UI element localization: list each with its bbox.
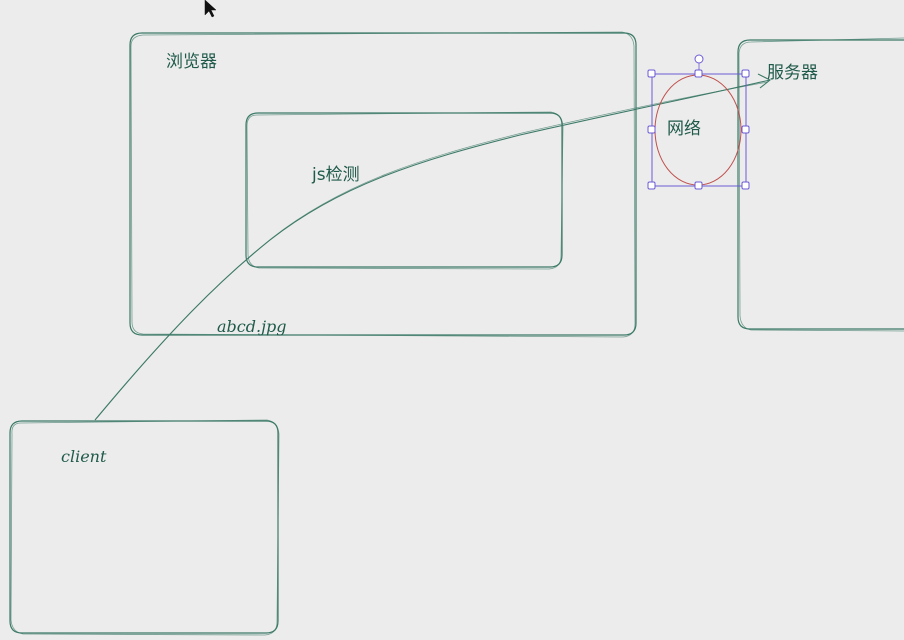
mouse-pointer-icon — [204, 0, 217, 18]
js-check-box[interactable] — [245, 111, 564, 270]
server-label: 服务器 — [767, 63, 818, 83]
resize-handle-w[interactable] — [647, 125, 656, 134]
resize-handle-se[interactable] — [741, 181, 750, 190]
rotate-handle[interactable] — [694, 54, 704, 64]
network-node[interactable] — [647, 54, 750, 190]
js-check-label: js检测 — [311, 165, 360, 185]
client-label: client — [61, 447, 107, 466]
resize-handle-ne[interactable] — [741, 69, 750, 78]
network-label: 网络 — [667, 119, 701, 139]
browser-label: 浏览器 — [166, 52, 217, 72]
connection-arrow[interactable] — [94, 73, 772, 421]
resize-handle-sw[interactable] — [647, 181, 656, 190]
resize-handle-nw[interactable] — [647, 69, 656, 78]
client-box[interactable] — [9, 419, 280, 636]
server-box[interactable] — [737, 37, 904, 332]
browser-box[interactable] — [129, 31, 637, 338]
resize-handle-e[interactable] — [741, 125, 750, 134]
file-label: abcd.jpg — [217, 317, 287, 336]
resize-handle-n[interactable] — [694, 69, 703, 78]
resize-handle-s[interactable] — [694, 181, 703, 190]
